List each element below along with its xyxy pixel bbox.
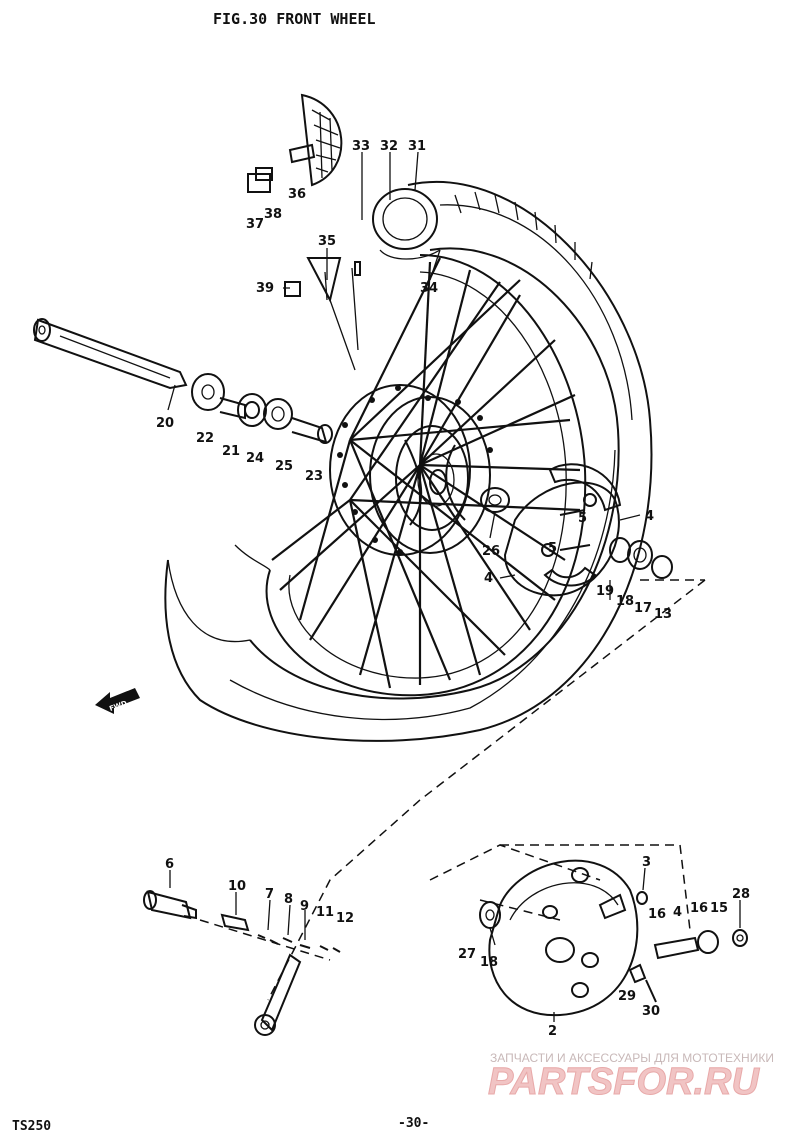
callout-31: 31 xyxy=(408,139,426,154)
callout-22: 22 xyxy=(196,431,214,446)
callout-21: 21 xyxy=(222,444,240,459)
callout-18-panel: 18 xyxy=(480,955,498,970)
callout-labels: 20 22 21 24 25 23 33 32 31 36 38 37 35 3… xyxy=(156,139,750,1039)
callout-13: 13 xyxy=(654,607,672,622)
brake-cam-and-lever xyxy=(143,890,341,1036)
callout-33: 33 xyxy=(352,139,370,154)
callout-29: 29 xyxy=(618,989,636,1004)
callout-25: 25 xyxy=(275,459,293,474)
callout-39: 39 xyxy=(256,281,274,296)
assembly-guide-lines xyxy=(199,579,706,1001)
callout-16-left: 16 xyxy=(648,907,666,922)
left-hub-components xyxy=(191,373,333,444)
callout-12: 12 xyxy=(336,911,354,926)
forward-direction-arrow: FWD xyxy=(95,688,140,714)
brake-panel xyxy=(479,859,748,1017)
callout-23: 23 xyxy=(305,469,323,484)
callout-35: 35 xyxy=(318,234,336,249)
brake-shoes xyxy=(503,463,673,597)
callout-4-upper: 4 xyxy=(645,509,654,524)
callout-36: 36 xyxy=(288,187,306,202)
footer-model: TS250 xyxy=(12,1119,51,1134)
callout-19: 19 xyxy=(596,584,614,599)
callout-32: 32 xyxy=(380,139,398,154)
tube-and-rim-band xyxy=(372,188,441,260)
front-axle xyxy=(33,318,188,390)
callout-4-lower: 4 xyxy=(484,571,493,586)
callout-34: 34 xyxy=(420,281,438,296)
callout-9: 9 xyxy=(300,899,309,914)
callout-8: 8 xyxy=(284,892,293,907)
callout-7: 7 xyxy=(265,887,274,902)
callout-6: 6 xyxy=(165,857,174,872)
leader-lines xyxy=(167,151,741,1022)
callout-27: 27 xyxy=(458,947,476,962)
watermark-logo: PARTSFOR.RU xyxy=(488,1061,760,1103)
callout-5-upper: 5 xyxy=(578,511,587,526)
callout-20: 20 xyxy=(156,416,174,431)
callout-26: 26 xyxy=(482,544,500,559)
callout-15: 15 xyxy=(710,901,728,916)
speedometer-drive-parts xyxy=(247,93,343,193)
hub xyxy=(329,384,510,556)
footer-page-number: -30- xyxy=(398,1116,429,1131)
tire xyxy=(164,180,653,742)
figure-title: FIG.30 FRONT WHEEL xyxy=(213,10,376,28)
callout-3: 3 xyxy=(642,855,651,870)
callout-16-right: 16 xyxy=(690,901,708,916)
watermark-caption: ЗАПЧАСТИ И АКСЕССУАРЫ ДЛЯ МОТОТЕХНИКИ xyxy=(490,1051,774,1065)
callout-5-lower: 5 xyxy=(548,541,557,556)
callout-30: 30 xyxy=(642,1004,660,1019)
callout-14: 4 xyxy=(673,905,682,920)
cable-clip-parts xyxy=(284,257,361,371)
callout-17: 17 xyxy=(634,601,652,616)
callout-37: 37 xyxy=(246,217,264,232)
rim xyxy=(234,254,587,697)
callout-10: 10 xyxy=(228,879,246,894)
callout-18-hub: 18 xyxy=(616,594,634,609)
callout-24: 24 xyxy=(246,451,264,466)
callout-38: 38 xyxy=(264,207,282,222)
callout-28: 28 xyxy=(732,887,750,902)
callout-11: 11 xyxy=(316,905,334,920)
callout-2: 2 xyxy=(548,1024,557,1039)
